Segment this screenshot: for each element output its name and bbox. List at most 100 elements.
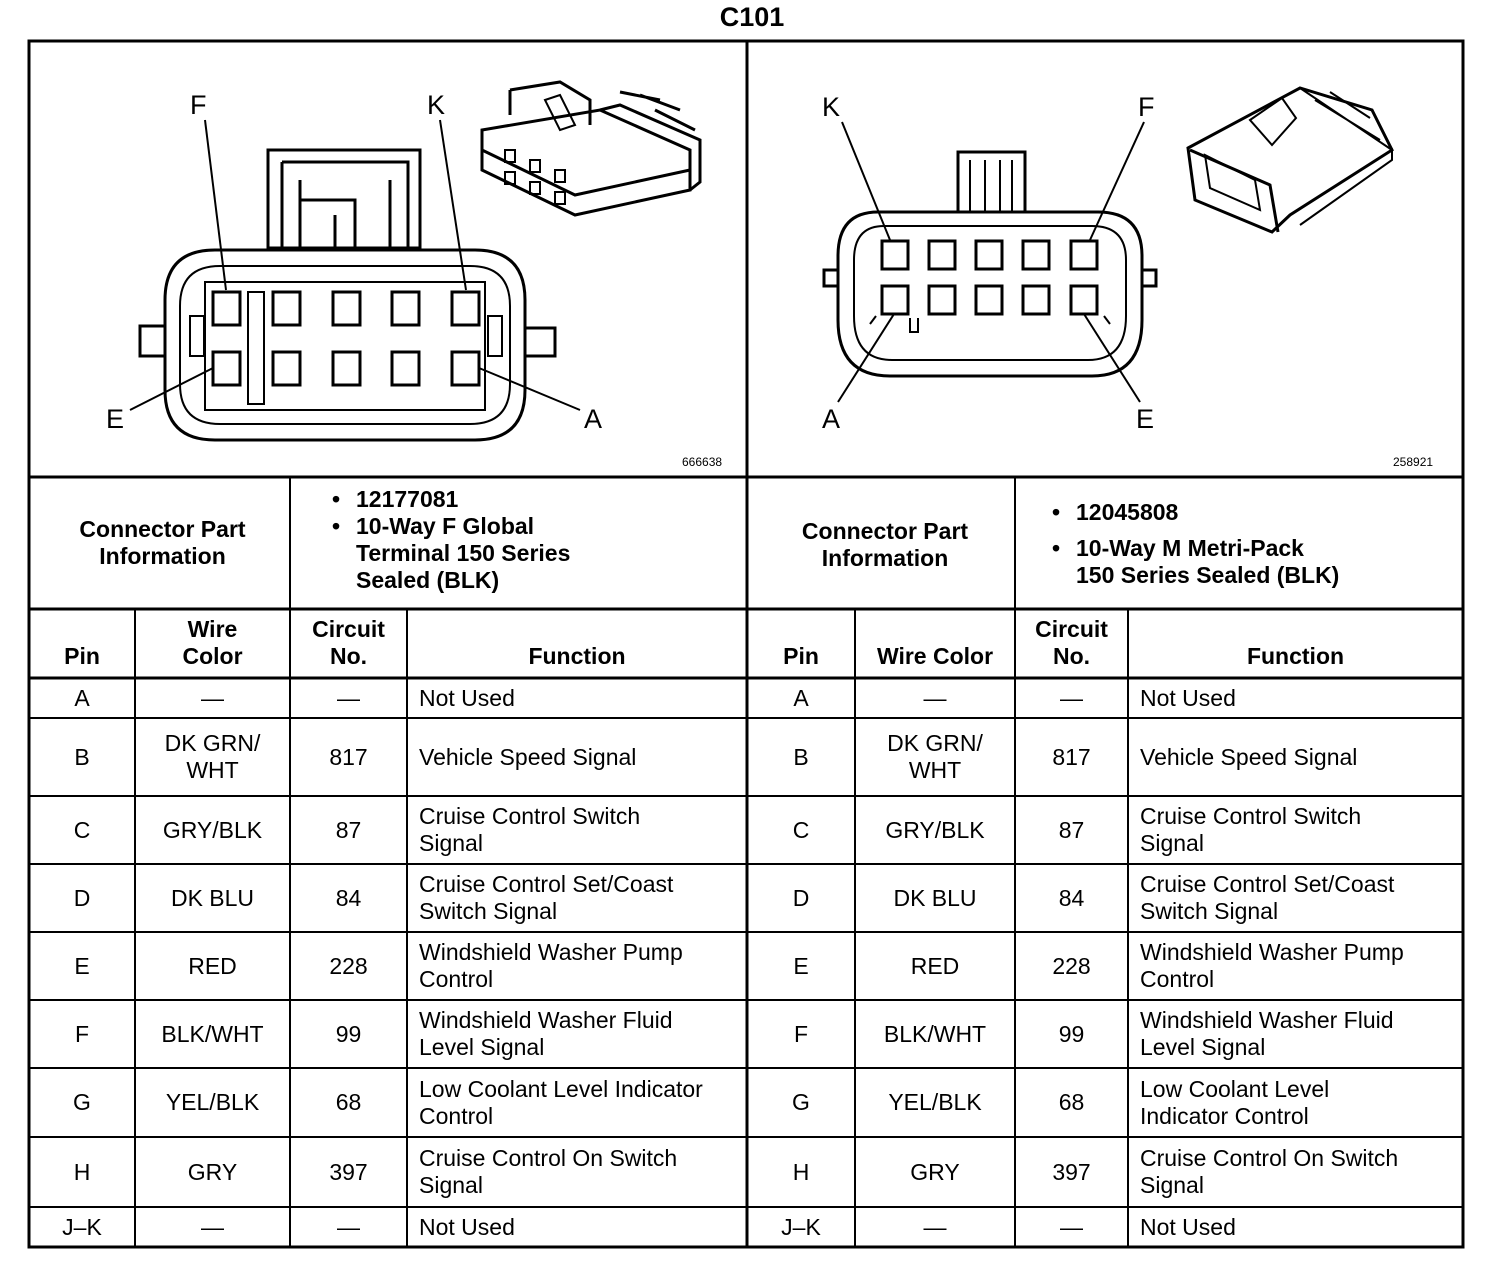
pin-label-a-right: A <box>822 404 840 434</box>
wire-color-cell: GRY <box>135 1137 290 1207</box>
pin-label-f: F <box>190 90 207 120</box>
description-line: Terminal 150 Series <box>356 540 571 566</box>
circuit-number-cell-text: — <box>337 684 360 711</box>
circuit-number-cell-text: 817 <box>329 743 368 770</box>
female-connector-sketch <box>480 80 702 217</box>
part-number: 12177081 <box>332 486 742 513</box>
wire-color-cell: — <box>135 678 290 718</box>
cell-line: DK BLU <box>170 884 255 911</box>
wire-color-cell: — <box>855 678 1015 718</box>
pin-label-e-right: E <box>1136 404 1154 434</box>
col-header-line: Wire <box>187 616 238 642</box>
function-cell-text: Not Used <box>1140 685 1236 712</box>
wire-color-cell: — <box>135 1207 290 1247</box>
cell-line: Not Used <box>419 1213 515 1240</box>
pin-cell: G <box>747 1068 855 1137</box>
pin-cell-text: B <box>793 743 809 770</box>
wire-color-cell-text: DK BLU <box>171 885 254 912</box>
cell-line: Windshield Washer Pump <box>419 939 683 965</box>
col-header-function: Function <box>528 643 626 669</box>
wire-color-cell: GRY/BLK <box>855 796 1015 864</box>
cell-line: Control <box>419 1102 494 1129</box>
male-pin-cavities <box>880 239 1099 316</box>
cell-line: Signal <box>419 830 483 856</box>
pin-cell: A <box>29 678 135 718</box>
wire-color-cell: GRY <box>855 1137 1015 1207</box>
circuit-number-cell-text: 99 <box>335 1020 362 1047</box>
col-header-wire-color-right: Wire Color <box>876 643 994 669</box>
cell-line: WHT <box>908 757 962 783</box>
circuit-number-cell-text: 84 <box>335 884 362 911</box>
cell-line: Low Coolant Level Indicator <box>419 1075 703 1102</box>
col-header-circuit: Circuit No. <box>290 616 407 670</box>
circuit-number-cell: 817 <box>290 718 407 796</box>
circuit-number-cell-text: 84 <box>1058 884 1085 911</box>
cell-line: Cruise Control Switch <box>1140 803 1362 829</box>
function-cell: Not Used <box>1128 678 1463 718</box>
cell-line: — <box>201 684 224 711</box>
pin-cell: J–K <box>747 1207 855 1247</box>
col-header-line: Circuit <box>312 616 385 642</box>
pin-cell-text: D <box>73 884 91 911</box>
wire-color-cell: YEL/BLK <box>855 1068 1015 1137</box>
cell-line: DK GRN/ <box>887 730 983 756</box>
cell-line: Vehicle Speed Signal <box>1140 743 1358 770</box>
circuit-number-cell: 68 <box>1015 1068 1128 1137</box>
wire-color-cell-text: — <box>201 685 224 712</box>
pin-label-a: A <box>584 404 602 434</box>
cell-line: Low Coolant Level <box>1140 1075 1330 1102</box>
pin-label-e: E <box>106 404 124 434</box>
wire-color-cell: DK BLU <box>855 864 1015 932</box>
cell-line: Signal <box>1140 1172 1204 1198</box>
cell-line: Indicator Control <box>1140 1102 1309 1129</box>
pin-cell-text: J–K <box>781 1213 821 1240</box>
cell-line: Cruise Control Set/Coast <box>419 871 674 897</box>
cell-line: — <box>923 1213 947 1240</box>
cell-line: RED <box>188 952 237 979</box>
cell-line: Switch Signal <box>1140 898 1279 924</box>
part-number-right: 12045808 <box>1052 499 1457 526</box>
part-description: 10-Way F Global Terminal 150 Series Seal… <box>332 513 742 594</box>
cell-line: — <box>923 684 947 711</box>
page-title: C101 <box>719 2 785 32</box>
wire-color-cell-text: GRY <box>910 1159 959 1186</box>
wire-color-cell: BLK/WHT <box>135 1000 290 1068</box>
circuit-number-cell: — <box>290 678 407 718</box>
cell-line: RED <box>910 952 960 979</box>
wire-color-cell: RED <box>855 932 1015 1000</box>
cell-line: Level Signal <box>1140 1034 1266 1060</box>
wire-color-cell: — <box>855 1207 1015 1247</box>
col-header-pin: Pin <box>64 643 100 669</box>
wire-color-cell-text: — <box>924 685 947 712</box>
pin-cell: H <box>747 1137 855 1207</box>
wire-color-cell-text: YEL/BLK <box>166 1089 259 1116</box>
male-connector-face <box>822 150 1158 378</box>
circuit-number-cell: 84 <box>1015 864 1128 932</box>
col-header-circuit-right: Circuit No. <box>1015 616 1128 670</box>
circuit-number-cell-text: 397 <box>329 1158 368 1185</box>
cell-line: Cruise Control Switch <box>419 803 641 829</box>
function-cell: Vehicle Speed Signal <box>1128 718 1463 796</box>
circuit-number-cell-text: 817 <box>1052 743 1091 770</box>
col-header-function-right: Function <box>1246 643 1345 669</box>
circuit-number-cell-text: — <box>337 1213 360 1240</box>
left-leader-lines <box>129 119 581 411</box>
wire-color-cell: DK GRN/WHT <box>855 718 1015 796</box>
pin-cell-text: G <box>792 1089 810 1115</box>
female-connector-face <box>138 148 557 442</box>
cell-line: Control <box>1140 966 1215 992</box>
cell-line: BLK/WHT <box>883 1020 987 1047</box>
cell-line: GRY <box>187 1158 238 1185</box>
